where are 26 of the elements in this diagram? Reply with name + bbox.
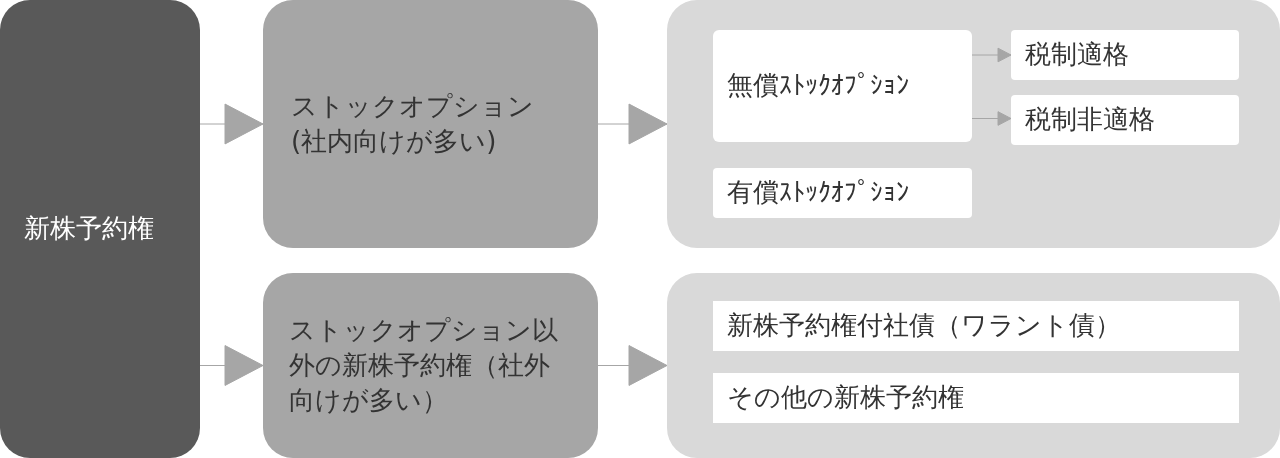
label-text: その他の新株予約権 [727, 381, 964, 415]
label-text: 無償ｽﾄｯｸｵﾌﾟｼｮﾝ [727, 69, 909, 103]
label-text: ストックオプション以外の新株予約権（社外向けが多い） [289, 313, 559, 418]
item-box [713, 373, 1239, 423]
label-text: 有償ｽﾄｯｸｵﾌﾟｼｮﾝ [727, 176, 909, 210]
item-box [713, 301, 1239, 351]
label-text: 新株予約権付社債（ワラント債） [727, 309, 1121, 343]
label-text: 税制適格 [1025, 38, 1129, 72]
item-box [713, 30, 972, 142]
arrow [597, 345, 668, 386]
group-panel [667, 273, 1280, 458]
category-box [263, 273, 598, 458]
item-box [1011, 95, 1239, 145]
arrow [971, 111, 1012, 126]
category-box [263, 0, 598, 248]
label-text: ストックオプション(社内向けが多い) [291, 89, 535, 158]
label-text: 新株予約権 [24, 212, 154, 246]
arrow [199, 103, 264, 145]
label-text: 税制非適格 [1025, 103, 1155, 137]
item-box [713, 168, 972, 218]
arrow [971, 47, 1012, 63]
group-panel [667, 0, 1280, 248]
category-box [0, 0, 200, 458]
arrow [199, 345, 264, 386]
item-box [1011, 30, 1239, 80]
arrow [597, 103, 668, 145]
